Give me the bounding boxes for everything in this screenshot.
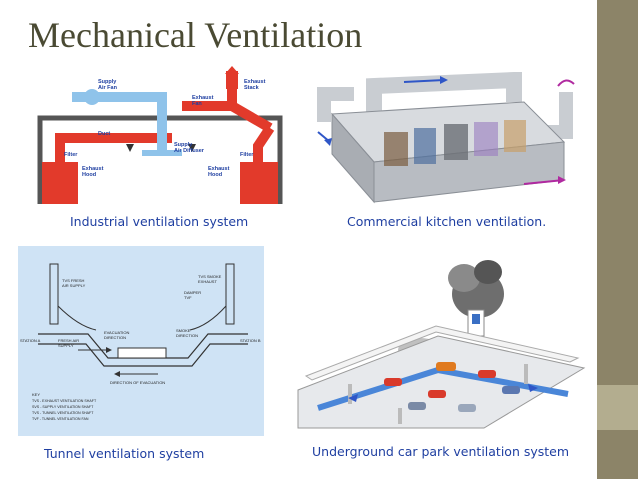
label-duct: Duct <box>98 131 110 137</box>
carpark-diagram <box>288 258 588 430</box>
caption-carpark: Underground car park ventilation system <box>312 444 570 459</box>
industrial-diagram-svg: Supply Air Fan Exhaust Stack Exhaust Fan… <box>22 66 297 206</box>
tunnel-label-right-top-2: EXHAUST <box>198 279 217 284</box>
tunnel-diagram-svg: TVS FRESH AIR SUPPLY TVS SMOKE EXHAUST D… <box>18 246 264 436</box>
label-exhaust-fan-2: Fan <box>192 101 202 107</box>
label-supply-diffuser: Supply <box>174 142 193 148</box>
tunnel-label-evacuation-2: DIRECTION <box>104 335 126 340</box>
tunnel-label-key-2: SVS - SUPPLY VENTILATION SHAFT <box>32 405 94 409</box>
label-filter-left: Filter <box>64 152 78 158</box>
tunnel-label-evacuation: EVACUATION <box>104 330 130 335</box>
label-filter-right: Filter <box>240 152 254 158</box>
tunnel-label-key-1: TVS - EXHAUST VENTILATION SHAFT <box>32 399 97 403</box>
caption-tunnel: Tunnel ventilation system <box>44 446 205 461</box>
tunnel-label-left-top-2: AIR SUPPLY <box>62 283 86 288</box>
label-supply-diffuser-2: Air Diffuser <box>174 148 205 154</box>
tunnel-label-damper-2: TVF <box>184 295 192 300</box>
tunnel-label-key: KEY <box>32 392 40 397</box>
label-supply-fan-2: Air Fan <box>98 85 118 91</box>
kitchen-diagram <box>314 71 582 208</box>
tunnel-label-smoke-2: DIRECTION <box>176 333 198 338</box>
tunnel-label-station-a: STATION A <box>20 338 41 343</box>
tunnel-label-smoke: SMOKE <box>176 328 191 333</box>
label-exhaust-hood-right: Exhaust <box>208 166 230 172</box>
tunnel-label-key-4: TVF - TUNNEL VENTILATION FAN <box>32 417 89 421</box>
tunnel-label-damper: DAMPER <box>184 290 201 295</box>
label-exhaust-hood-left-2: Hood <box>82 172 96 178</box>
tunnel-diagram: TVS FRESH AIR SUPPLY TVS SMOKE EXHAUST D… <box>18 246 264 436</box>
label-exhaust-hood-right-2: Hood <box>208 172 222 178</box>
label-exhaust-hood-left: Exhaust <box>82 166 104 172</box>
tunnel-label-fresh-air-2: SUPPLY <box>58 343 74 348</box>
tunnel-label-station-b: STATION B <box>240 338 261 343</box>
tunnel-label-left-top: TVS FRESH <box>62 278 85 283</box>
tunnel-label-direction: DIRECTION OF EVACUATION <box>110 380 165 385</box>
tunnel-label-key-3: TVS - TUNNEL VENTILATION SHAFT <box>32 411 94 415</box>
side-accent <box>597 385 638 430</box>
caption-kitchen: Commercial kitchen ventilation. <box>347 214 547 229</box>
slide-title: Mechanical Ventilation <box>28 15 363 55</box>
label-exhaust-stack: Exhaust <box>244 79 266 85</box>
tunnel-label-right-top: TVS SMOKE <box>198 274 222 279</box>
caption-industrial: Industrial ventilation system <box>70 214 249 229</box>
label-exhaust-fan: Exhaust <box>192 95 214 101</box>
industrial-diagram: Supply Air Fan Exhaust Stack Exhaust Fan… <box>22 66 297 206</box>
kitchen-diagram-svg <box>314 71 582 208</box>
label-exhaust-stack-2: Stack <box>244 85 260 91</box>
carpark-diagram-svg <box>288 258 588 430</box>
label-supply-fan: Supply <box>98 79 117 85</box>
tunnel-label-fresh-air: FRESH AIR <box>58 338 79 343</box>
